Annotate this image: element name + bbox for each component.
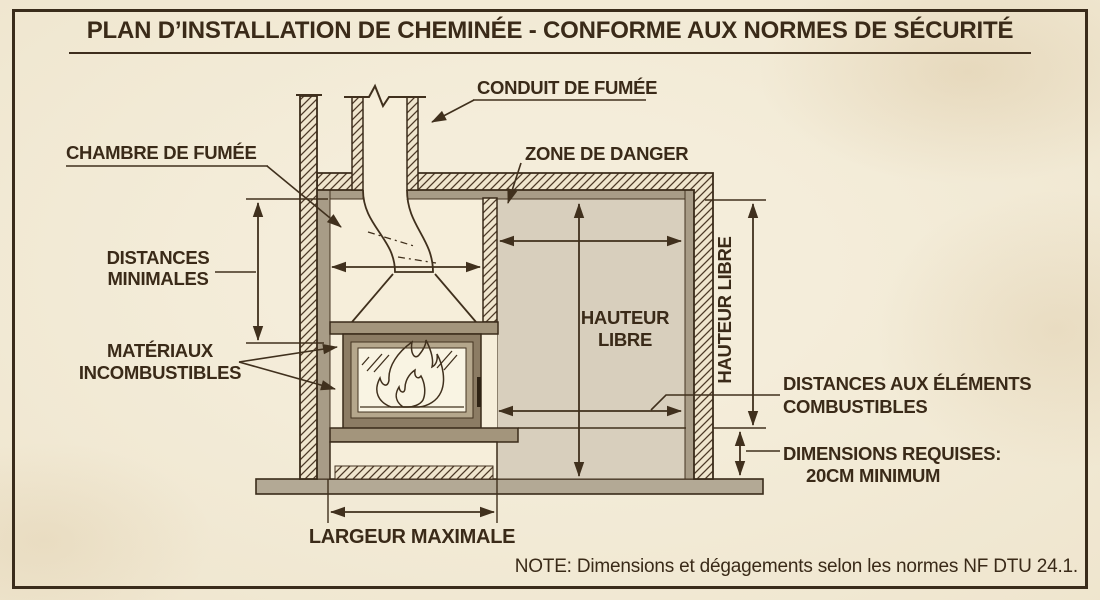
title-underline — [69, 52, 1031, 54]
label-combustible-2: COMBUSTIBLES — [783, 396, 927, 417]
base-insulation — [334, 465, 494, 480]
lining-right — [684, 189, 695, 480]
label-combustible-1: DISTANCES AUX ÉLÉMENTS — [783, 373, 1031, 394]
duct-joint-line — [397, 256, 437, 264]
lining-ceiling-left — [329, 189, 364, 200]
flue-break-symbol — [344, 83, 426, 109]
label-danger-zone: ZONE DE DANGER — [525, 143, 688, 164]
label-flue: CONDUIT DE FUMÉE — [477, 77, 657, 98]
label-required-dim-1: DIMENSIONS REQUISES: — [783, 443, 1001, 464]
mantel-shelf — [329, 321, 499, 335]
left-wall — [299, 95, 318, 480]
extension-lines — [246, 198, 766, 523]
ext-width — [327, 479, 498, 523]
outer-border-frame — [12, 9, 1088, 589]
label-clear-height-1: HAUTEUR — [581, 307, 669, 328]
lining-left — [316, 189, 331, 480]
bench-slab — [329, 427, 519, 443]
chambre-leader — [266, 165, 342, 228]
glass-reflections — [361, 350, 458, 373]
flue-wall-left — [351, 96, 364, 191]
glass-door — [357, 347, 467, 413]
floor-slab — [255, 478, 764, 495]
incombustible-leader-1 — [238, 343, 338, 363]
duct-joint-line — [367, 231, 415, 247]
flame-icon — [376, 339, 445, 408]
dimension-arrows — [252, 202, 759, 518]
hood-funnel — [351, 273, 477, 323]
zone-danger-leader — [507, 162, 522, 204]
label-clear-height-2: LIBRE — [598, 329, 652, 350]
flue-interior — [363, 97, 407, 199]
lining-ceiling-right — [406, 189, 695, 200]
label-required-dim-2: 20CM MINIMUM — [806, 465, 940, 486]
label-incombustible-2: INCOMBUSTIBLES — [79, 362, 241, 383]
label-incombustible-1: MATÉRIAUX — [107, 340, 214, 361]
label-min-distances-2: MINIMALES — [107, 268, 208, 289]
conduit-leader — [431, 99, 475, 123]
label-min-distances-1: DISTANCES — [107, 247, 210, 268]
label-smoke-chamber: CHAMBRE DE FUMÉE — [66, 142, 256, 163]
combustible-leader — [650, 394, 780, 411]
label-clear-height-side: HAUTEUR LIBRE — [714, 236, 735, 383]
chamber-right-wall — [482, 197, 498, 323]
flue-wall-right — [406, 96, 419, 191]
leader-lines — [66, 99, 780, 452]
fireplace-insert — [329, 321, 519, 480]
page-title: PLAN D’INSTALLATION DE CHEMINÉE - CONFOR… — [86, 17, 1014, 44]
incombustible-leader-2 — [238, 361, 336, 391]
standards-note: NOTE: Dimensions et dégagements selon le… — [514, 556, 1079, 577]
label-max-width: LARGEUR MAXIMALE — [309, 526, 515, 548]
door-handle — [477, 377, 481, 407]
